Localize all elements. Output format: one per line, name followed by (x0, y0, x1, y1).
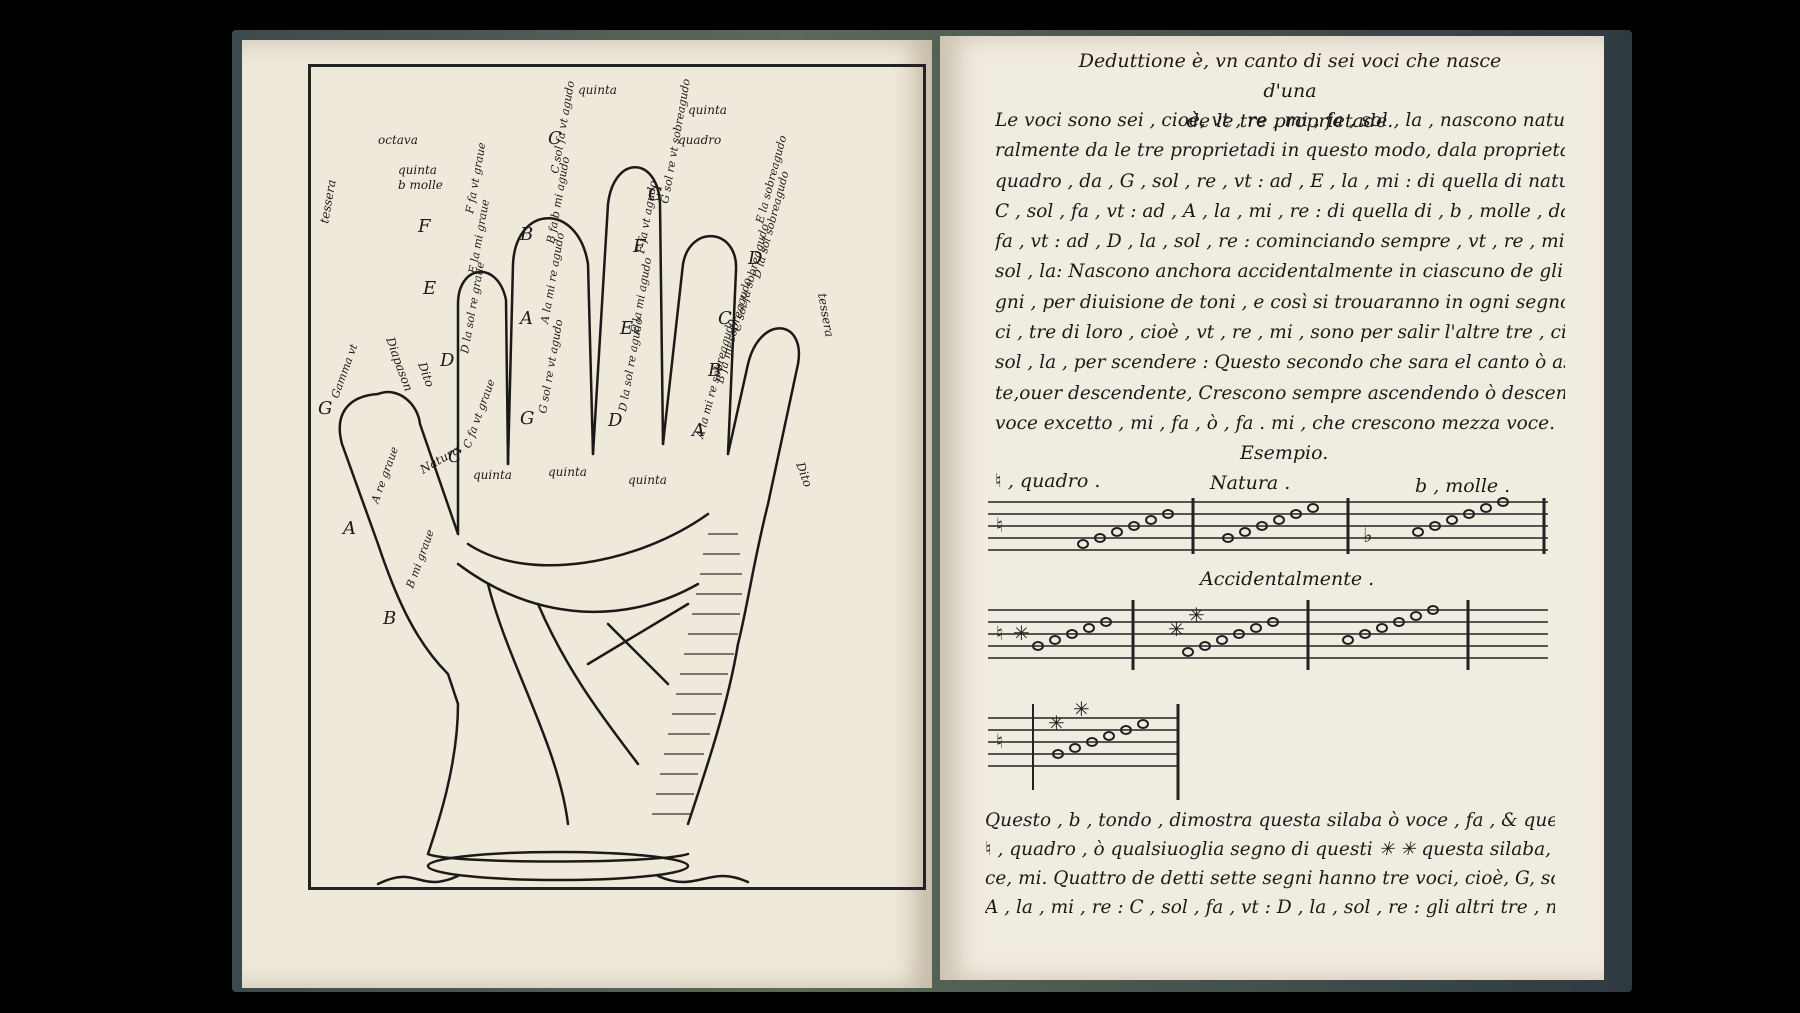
syl-g-sol: G sol re vt agudo (536, 318, 565, 414)
svg-text:♭: ♭ (1363, 523, 1372, 547)
hand-letter-e: E (422, 278, 436, 299)
body-line: quadro , da , G , sol , re , vt : ad , E… (995, 170, 1565, 192)
body-line: te,ouer descendente, Crescono sempre asc… (995, 382, 1565, 404)
syl-d-sol: D la sol re graue (458, 260, 487, 355)
hand-letter-g-mid: G (520, 408, 534, 429)
body-line: gni , per diuisione de toni , e così si … (995, 291, 1565, 313)
mark-tessera: tessera (317, 179, 338, 225)
right-page (940, 36, 1604, 980)
hand-letter-b-right: B (707, 360, 721, 381)
body-paragraph: Le voci sono sei , cioè, vt , re , mi , … (995, 106, 1565, 439)
mark-quadro: quadro (678, 133, 721, 147)
hand-letter-c-right: C (718, 308, 732, 329)
svg-text:✳: ✳ (1073, 697, 1090, 721)
hand-letter-c: C (448, 446, 462, 467)
left-page (242, 40, 932, 988)
chapter-heading: Deduttione è, vn canto di sei voci che n… (1060, 46, 1520, 136)
hand-letter-b-mid: B (519, 224, 533, 245)
syl-c-fa: C fa vt graue (461, 377, 498, 450)
hand-letter-b-low: B (382, 608, 396, 629)
body-line: ralmente da le tre proprietadi in questo… (995, 140, 1565, 162)
hand-letter-a: A (341, 518, 356, 539)
syl-a-re: A re graue (368, 445, 401, 506)
hand-letter-d-top: D (747, 248, 763, 269)
woodcut-frame (308, 64, 926, 890)
mark-diapason: Diapason (383, 334, 416, 393)
label-molle: b , molle . (1415, 475, 1511, 497)
heading-line: Deduttione è, vn canto di sei voci che n… (1078, 50, 1502, 102)
mark-quinta-1: quinta (473, 468, 512, 482)
heading-line: de le tre proprietade. (1186, 110, 1394, 132)
syl-f-fa-vt: F fa vt agudo (634, 179, 660, 255)
mark-quinta-mid: quinta (688, 103, 727, 117)
mark-tessera-right: tessera (815, 292, 836, 338)
hand-letter-c-top: C (548, 128, 562, 149)
footer-line: ce, mi. Quattro de detti sette segni han… (985, 868, 1555, 889)
hand-letter-g-top: G (648, 184, 662, 205)
hand-letter-f-mid: F (632, 236, 647, 257)
syl-a-la: A la mi re agudo (538, 231, 567, 325)
music-staves: ♮♭ ♮✳ ✳✳ ♮✳✳ (988, 497, 1548, 800)
syl-gamma: Gamma vt (329, 342, 361, 400)
svg-text:✳: ✳ (1188, 603, 1205, 627)
hand-letter-f: F (417, 216, 432, 237)
hand-letter-g: G (318, 398, 332, 419)
label-natura: Natura . (1210, 472, 1291, 494)
footer-paragraph: Questo , b , tondo , dimostra questa sil… (985, 806, 1555, 922)
hand-letter-a-right: A (690, 420, 705, 441)
mark-octava: octava (378, 133, 418, 147)
body-line: sol , la , per scendere : Questo secondo… (995, 352, 1565, 374)
body-line: voce excetto , mi , fa , ò , fa . mi , c… (995, 412, 1555, 434)
mark-dito: Dito (415, 359, 437, 389)
svg-text:✳: ✳ (1168, 617, 1185, 641)
footer-line: ♮ , quadro , ò qualsiuoglia segno di que… (985, 839, 1555, 860)
mark-quinta-2: quinta (548, 465, 587, 479)
thumb-outline (338, 392, 460, 856)
body-line: fa , vt : ad , D , la , sol , re : comin… (995, 231, 1565, 253)
guidonian-hand-woodcut: G A B C D E F B A G D E F G C D C B A Ga… (317, 77, 837, 886)
mark-quinta-4: quinta (398, 163, 437, 177)
svg-text:♮: ♮ (996, 621, 1003, 645)
hand-letter-e-mid: E (619, 318, 633, 339)
mark-quinta-top: quinta (578, 83, 617, 97)
body-line: Le voci sono sei , cioè, vt , re , mi , … (995, 110, 1565, 131)
footer-line: Questo , b , tondo , dimostra questa sil… (985, 810, 1555, 831)
label-accidental: Accidentalmente . (1200, 568, 1375, 590)
hand-letter-a-mid: A (518, 308, 533, 329)
svg-text:✳: ✳ (1013, 621, 1030, 645)
svg-text:♮: ♮ (996, 729, 1003, 753)
mark-b-molle: b molle (398, 178, 443, 192)
body-line: sol , la: Nascono anchora accidentalment… (995, 261, 1565, 283)
body-line: ci , tre di loro , cioè , vt , re , mi ,… (995, 322, 1565, 344)
svg-text:♮: ♮ (996, 513, 1003, 537)
footer-line: A , la , mi , re : C , sol , fa , vt : D… (985, 897, 1555, 918)
svg-text:✳: ✳ (1048, 711, 1065, 735)
hand-letter-d-mid: D (607, 410, 623, 431)
syl-e-la-mi: E la mi agudo (628, 256, 654, 335)
body-line: C , sol , fa , vt : ad , A , la , mi , r… (995, 200, 1565, 222)
syl-b-mi: B mi graue (403, 527, 437, 591)
mark-dito-right: Dito (793, 459, 815, 489)
example-title: Esempio. (1240, 442, 1329, 464)
mark-quinta-3: quinta (628, 473, 667, 487)
label-quadro: ♮ , quadro . (995, 470, 1101, 492)
hand-letter-d: D (439, 350, 455, 371)
